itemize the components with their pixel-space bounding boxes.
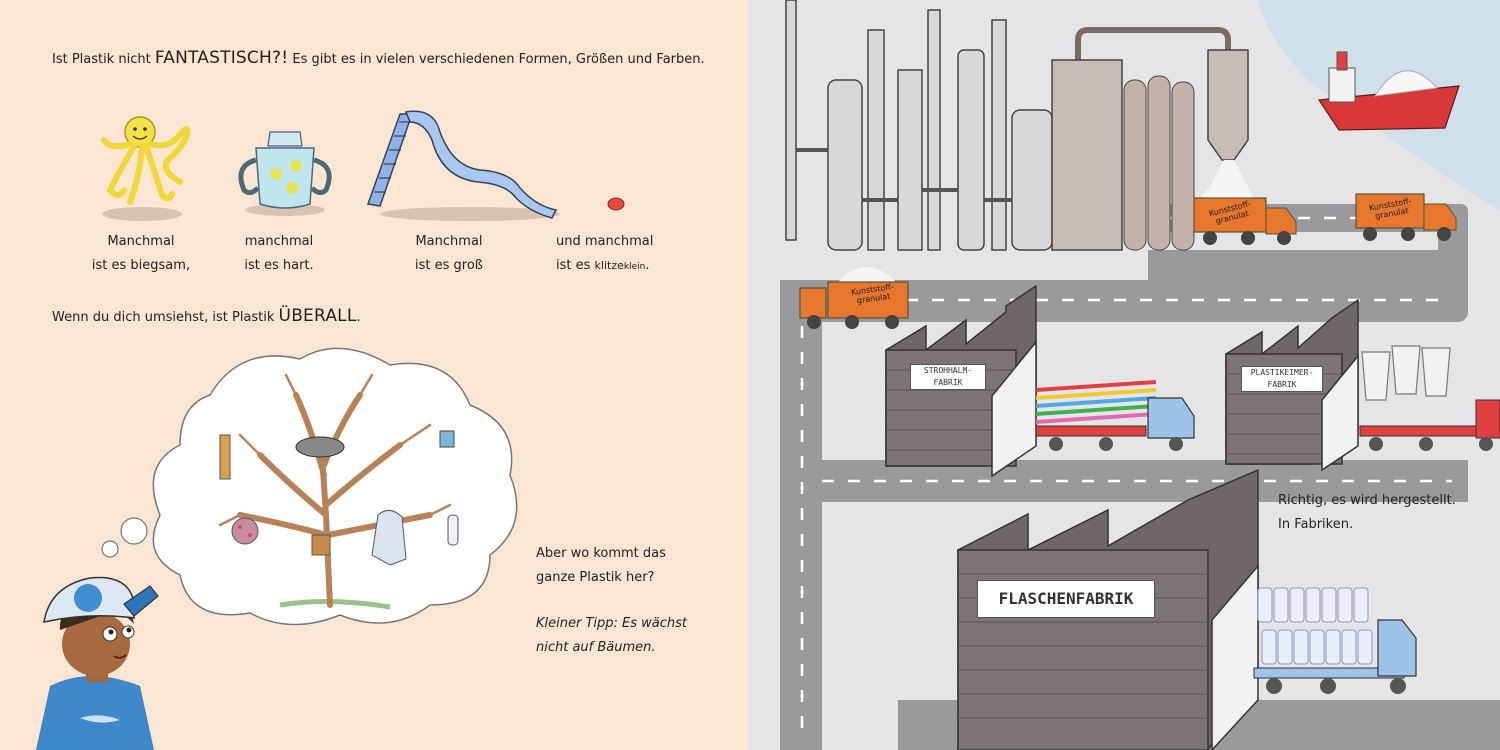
silos-illustration: [1051, 27, 1260, 251]
everywhere-text: Wenn du dich umsiehst, ist Plastik ÜBERA…: [52, 306, 361, 326]
octopus-toy-illustration: [101, 116, 191, 221]
bucket-factory-sign: PLASTIKEIMER-FABRIK: [1241, 366, 1323, 392]
granulate-truck-3: [799, 267, 909, 329]
intro-text: Ist Plastik nicht FANTASTISCH?! Es gibt …: [52, 48, 705, 68]
slide-illustration: [366, 110, 560, 221]
kid-illustration: [36, 576, 159, 750]
left-page: Ist Plastik nicht FANTASTISCH?! Es gibt …: [0, 0, 748, 750]
bottle-factory-sign: FLASCHENFABRIK: [977, 580, 1155, 618]
refinery-illustration: [785, 0, 1068, 251]
straw-factory-sign: STROHHALM-FABRIK: [910, 364, 986, 390]
right-page: Kunststoff-granulat Kunststoff-granulat …: [748, 0, 1500, 750]
ship-illustration: [1317, 51, 1460, 131]
caption-tiny: und manchmal ist es klitzeklein.: [556, 234, 654, 273]
granulate-truck-1: [1193, 183, 1297, 245]
tiny-plastic-piece-illustration: [607, 197, 625, 211]
answer-text: Richtig, es wird hergestellt.In Fabriken…: [1278, 493, 1456, 532]
granulate-truck-2: [1355, 193, 1457, 241]
thought-cloud-tree-illustration: [101, 347, 518, 626]
sippy-cup-illustration: [238, 131, 332, 216]
